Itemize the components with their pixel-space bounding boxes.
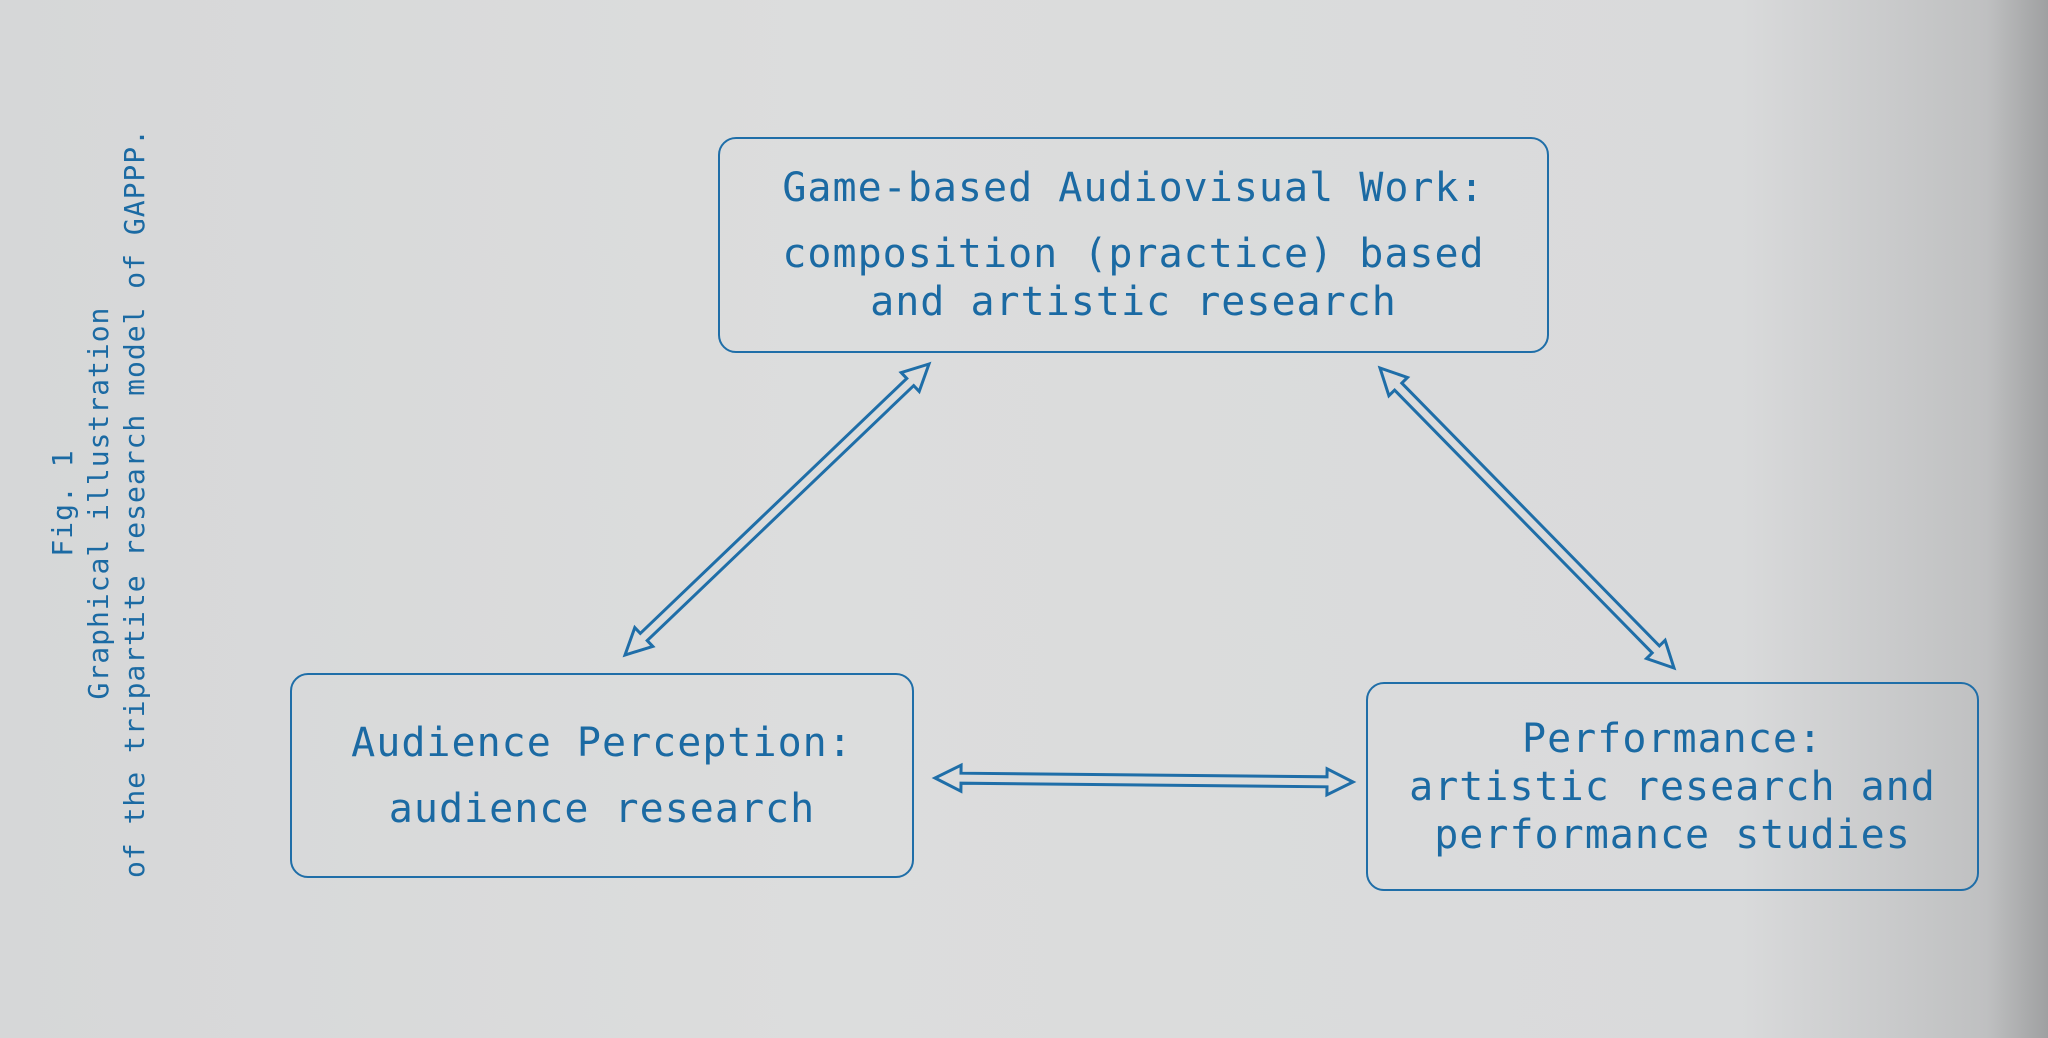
node-text: performance studies [1434, 811, 1911, 858]
double-arrow-audience-performance [931, 762, 1357, 798]
node-title: Audience Perception: [351, 719, 853, 766]
node-game-based-audiovisual-work: Game-based Audiovisual Work: composition… [718, 137, 1549, 353]
node-title: Game-based Audiovisual Work: [782, 165, 1485, 211]
double-arrow-work-performance [1377, 365, 1677, 671]
node-audience-perception: Audience Perception: audience research [290, 673, 914, 878]
node-text: and artistic research [870, 279, 1397, 325]
double-arrow-work-audience [622, 361, 932, 658]
node-title: Performance: [1522, 715, 1823, 762]
node-text: audience research [388, 785, 816, 832]
node-text: artistic research and [1409, 763, 1936, 810]
node-performance: Performance: artistic research and perfo… [1366, 682, 1979, 891]
node-text: composition (practice) based [782, 231, 1485, 277]
